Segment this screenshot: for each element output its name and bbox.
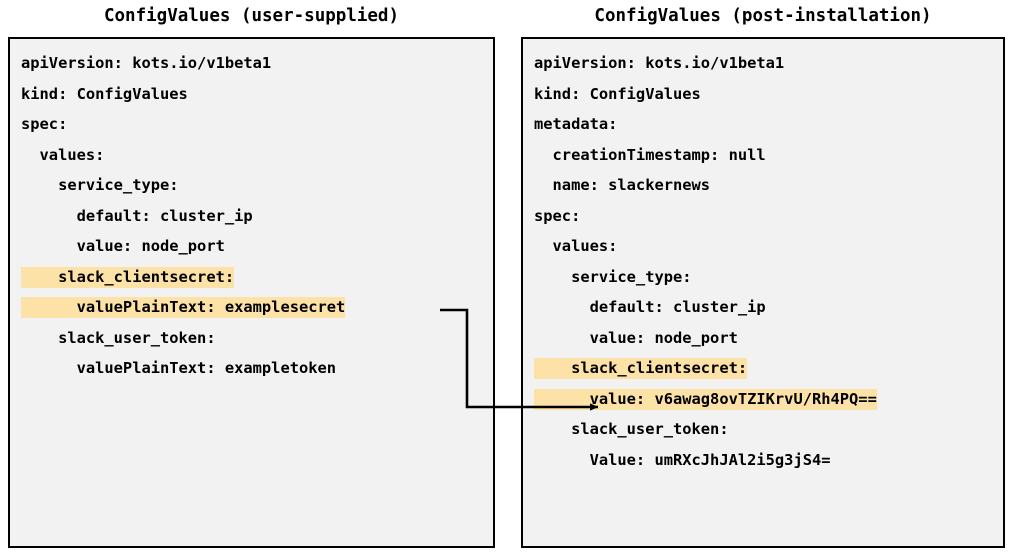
code-line-text: metadata: (534, 115, 618, 133)
code-line: value: node_port (21, 231, 493, 262)
code-line-text: value: v6awag8ovTZIKrvU/Rh4PQ== (534, 388, 877, 410)
code-line-text: slack_user_token: (534, 420, 729, 438)
code-line: metadata: (534, 109, 1003, 140)
code-line-text: kind: ConfigValues (534, 84, 701, 103)
code-line-text: spec: (21, 115, 68, 133)
code-line: valuePlainText: exampletoken (21, 353, 493, 384)
code-line: slack_clientsecret: (534, 353, 1003, 384)
code-line: slack_user_token: (534, 414, 1003, 445)
code-line: values: (534, 231, 1003, 262)
panel-user-supplied: ConfigValues (user-supplied) apiVersion:… (8, 4, 495, 548)
code-line-text: name: slackernews (534, 176, 711, 194)
code-line: apiVersion: kots.io/v1beta1 (21, 48, 493, 79)
code-line-text: default: cluster_ip (534, 298, 766, 316)
code-box-user-supplied: apiVersion: kots.io/v1beta1 kind: ConfigV… (8, 37, 495, 548)
code-line: name: slackernews (534, 170, 1003, 201)
code-line-text: kind: ConfigValues (21, 84, 188, 103)
code-line-text: value: node_port (21, 237, 225, 255)
code-line: spec: (534, 201, 1003, 232)
panel-post-installation: ConfigValues (post-installation) apiVers… (521, 4, 1005, 548)
code-line: slack_clientsecret: (21, 262, 493, 293)
code-line: apiVersion: kots.io/v1beta1 (534, 48, 1003, 79)
code-line: spec: (21, 109, 493, 140)
code-line-text: slack_clientsecret: (21, 266, 235, 288)
code-line-text: valuePlainText: examplesecret (21, 297, 346, 318)
code-lines-post-installation: apiVersion: kots.io/v1beta1 kind: ConfigV… (534, 48, 1003, 475)
code-line: Value: umRXcJhJAl2i5g3jS4= (534, 445, 1003, 476)
code-line-text: service_type: (534, 267, 692, 286)
code-line-text: service_type: (21, 176, 179, 194)
code-lines-user-supplied: apiVersion: kots.io/v1beta1 kind: ConfigV… (21, 48, 493, 384)
code-line-text: values: (534, 237, 618, 255)
code-line: kind: ConfigValues (21, 79, 493, 110)
code-line-text: valuePlainText: exampletoken (21, 359, 337, 377)
code-line: value: node_port (534, 323, 1003, 354)
code-line: default: cluster_ip (534, 292, 1003, 323)
code-line: valuePlainText: examplesecret (21, 292, 493, 323)
code-line-text: default: cluster_ip (21, 206, 253, 225)
code-line: service_type: (21, 170, 493, 201)
code-line: values: (21, 140, 493, 171)
code-line-text: creationTimestamp: null (534, 145, 766, 164)
code-line-text: slack_user_token: (21, 328, 216, 347)
code-box-post-installation: apiVersion: kots.io/v1beta1 kind: ConfigV… (521, 37, 1005, 548)
panel-title-user-supplied: ConfigValues (user-supplied) (103, 6, 399, 26)
code-line: service_type: (534, 262, 1003, 293)
panel-title-post-installation: ConfigValues (post-installation) (594, 6, 932, 26)
code-line-text: Value: umRXcJhJAl2i5g3jS4= (534, 450, 831, 469)
code-line-text: values: (21, 145, 105, 164)
code-line-text: apiVersion: kots.io/v1beta1 (534, 54, 785, 72)
code-line-text: slack_clientsecret: (534, 358, 748, 379)
code-line: default: cluster_ip (21, 201, 493, 232)
code-line: kind: ConfigValues (534, 79, 1003, 110)
code-line: slack_user_token: (21, 323, 493, 354)
code-line-text: apiVersion: kots.io/v1beta1 (21, 54, 272, 72)
code-line: creationTimestamp: null (534, 140, 1003, 171)
code-line: value: v6awag8ovTZIKrvU/Rh4PQ== (534, 384, 1003, 415)
code-line-text: value: node_port (534, 328, 738, 347)
code-line-text: spec: (534, 206, 581, 225)
